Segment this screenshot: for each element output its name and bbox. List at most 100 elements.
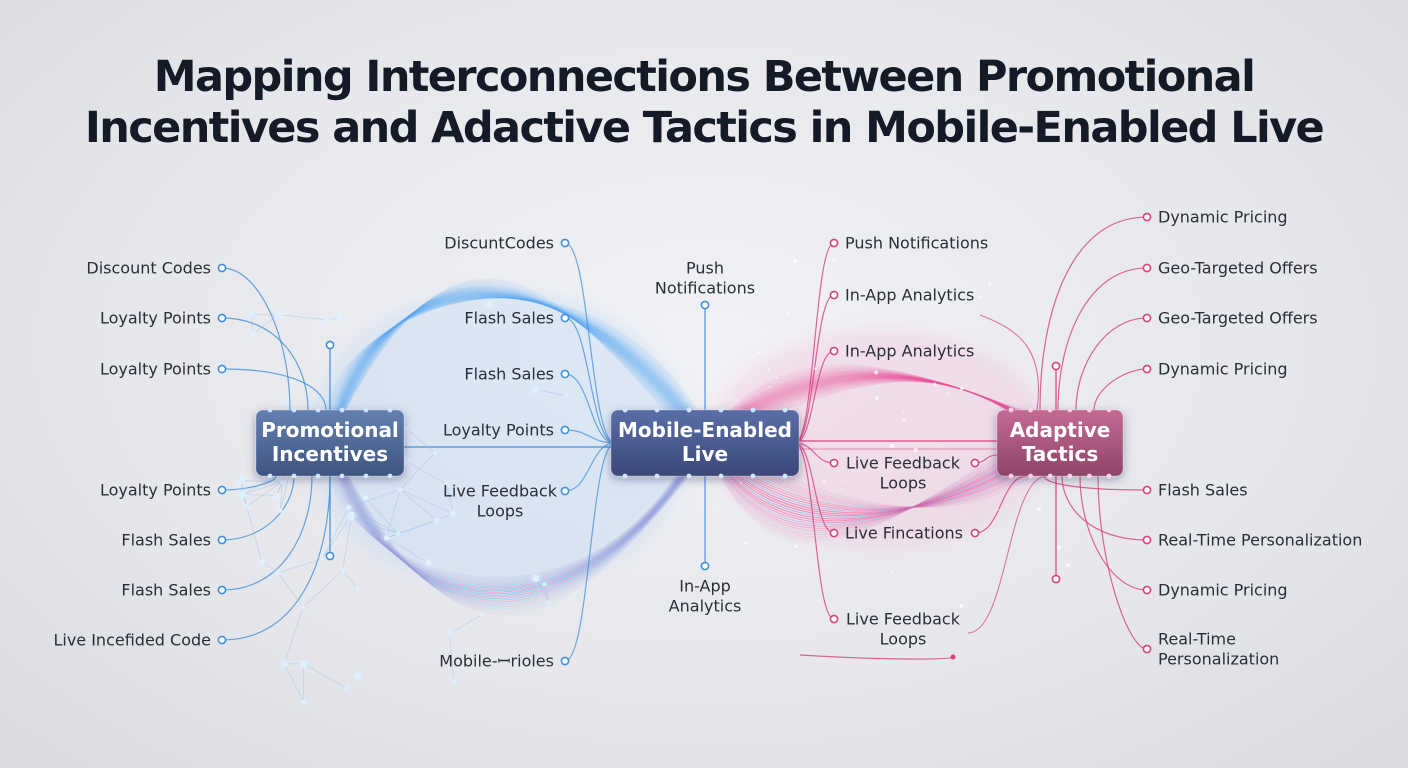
connector-dot bbox=[217, 535, 227, 545]
network-edge bbox=[321, 514, 353, 560]
title-line-2: Incentives and Adactive Tactics in Mobil… bbox=[84, 103, 1325, 154]
network-particle bbox=[744, 541, 747, 545]
label-right-2: Geo-Targeted Offers bbox=[1158, 309, 1318, 328]
wave-strand bbox=[329, 290, 706, 445]
connector-dot bbox=[217, 485, 227, 495]
wave-strand bbox=[704, 370, 1059, 441]
network-particle bbox=[874, 396, 879, 400]
wave-strand bbox=[329, 296, 706, 441]
network-particle bbox=[450, 510, 456, 517]
network-edge bbox=[351, 517, 399, 534]
wave-strand bbox=[329, 294, 706, 441]
network-particle bbox=[244, 503, 250, 509]
network-particle bbox=[532, 486, 539, 493]
network-particle bbox=[964, 513, 966, 516]
hub-port bbox=[1067, 473, 1073, 479]
network-particle bbox=[927, 588, 929, 590]
connector-left bbox=[221, 475, 313, 591]
network-particle bbox=[340, 568, 345, 573]
network-particle bbox=[451, 678, 456, 684]
label-right-1: Geo-Targeted Offers bbox=[1158, 259, 1318, 278]
wave-strand bbox=[329, 283, 706, 453]
connector-dot bbox=[1051, 574, 1061, 584]
network-particle bbox=[768, 386, 771, 388]
wave-strand bbox=[329, 296, 706, 441]
network-particle bbox=[890, 570, 893, 573]
hub-port bbox=[267, 473, 273, 479]
connector-mid-left bbox=[564, 373, 616, 444]
network-edge bbox=[277, 558, 323, 573]
network-particle bbox=[946, 392, 950, 395]
wave-strand bbox=[329, 427, 706, 583]
network-particle bbox=[767, 368, 771, 372]
connector-dot bbox=[325, 551, 335, 561]
hub-port bbox=[654, 407, 660, 413]
pink-haze bbox=[710, 330, 1050, 550]
network-edge bbox=[261, 561, 279, 573]
connector-mid-right bbox=[794, 442, 835, 620]
network-edge bbox=[535, 389, 566, 396]
hub-port bbox=[339, 473, 345, 479]
wave-strand bbox=[329, 278, 706, 458]
hub-port bbox=[750, 407, 756, 413]
wave-strand bbox=[329, 439, 706, 599]
network-particle bbox=[757, 350, 761, 354]
connector-extra bbox=[967, 475, 1048, 634]
hub-port bbox=[1028, 473, 1033, 479]
network-particle bbox=[299, 660, 308, 668]
connector-mid-left bbox=[564, 442, 616, 492]
label-left-3: Loyalty Points bbox=[100, 481, 211, 500]
network-particle bbox=[383, 535, 390, 541]
network-particle bbox=[247, 311, 255, 319]
connector-right bbox=[1057, 267, 1148, 411]
wave-strand bbox=[329, 439, 706, 610]
wave-strand bbox=[329, 297, 706, 441]
connector-extra bbox=[979, 314, 1039, 411]
network-particle bbox=[959, 603, 964, 608]
label-right-6: Dynamic Pricing bbox=[1158, 581, 1288, 600]
connector-dot bbox=[560, 313, 570, 323]
network-particle bbox=[988, 282, 992, 286]
network-particle bbox=[258, 559, 265, 565]
network-edge bbox=[449, 614, 482, 634]
wave-strand bbox=[329, 280, 706, 456]
connector-mid-right bbox=[794, 350, 835, 444]
network-particle bbox=[355, 586, 359, 590]
connector-dot bbox=[829, 458, 839, 468]
network-particle bbox=[397, 487, 403, 492]
label-left-1: Loyalty Points bbox=[100, 309, 211, 328]
network-particle bbox=[822, 480, 826, 483]
network-edge bbox=[278, 314, 328, 321]
network-particle bbox=[280, 399, 287, 406]
hub-port bbox=[339, 407, 345, 413]
network-particle bbox=[959, 386, 964, 391]
network-particle bbox=[403, 426, 409, 431]
connector-left bbox=[221, 475, 331, 641]
network-particle bbox=[275, 570, 281, 576]
wave-strand bbox=[704, 368, 1059, 441]
network-edge bbox=[348, 507, 399, 534]
connector-dot bbox=[970, 528, 980, 538]
connector-extra bbox=[974, 475, 1028, 534]
wave-strand bbox=[328, 297, 706, 441]
network-particle bbox=[794, 544, 798, 549]
network-particle bbox=[345, 504, 352, 511]
network-edge bbox=[348, 507, 387, 539]
hub-port bbox=[718, 407, 724, 413]
wave-strand bbox=[329, 439, 706, 598]
wave-strand bbox=[704, 364, 1059, 441]
network-edge bbox=[405, 428, 436, 454]
hub-port bbox=[718, 473, 724, 479]
label-left-2: Loyalty Points bbox=[100, 360, 211, 379]
wave-strand bbox=[329, 431, 706, 586]
network-particle bbox=[301, 605, 305, 610]
connector-dot bbox=[829, 346, 839, 356]
network-particle bbox=[546, 600, 552, 605]
label-mid-right-1: In-App Analytics bbox=[845, 286, 974, 305]
connector-right bbox=[1043, 475, 1148, 491]
hub-port bbox=[654, 473, 660, 479]
